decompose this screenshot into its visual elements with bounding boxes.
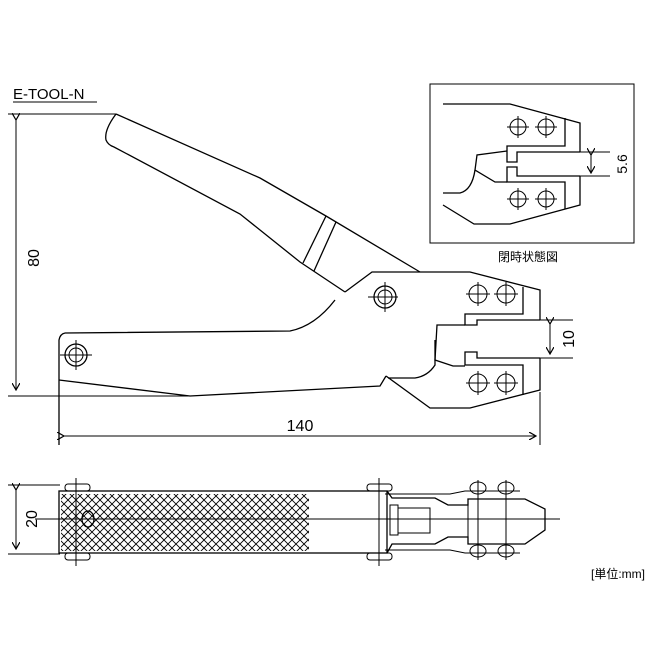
- upper-handle: [105, 113, 421, 293]
- open-gap-dimension: 10: [540, 320, 578, 359]
- unit-note: [単位:mm]: [591, 566, 645, 581]
- length-value: 140: [287, 418, 314, 435]
- length-dimension: 140: [64, 392, 541, 445]
- width-value: 20: [24, 510, 41, 528]
- lower-handle: [58, 299, 387, 445]
- knurled-grip: [61, 494, 309, 551]
- inset-caption: 閉時状態図: [498, 249, 558, 264]
- tool-head: [344, 271, 541, 409]
- height-dimension: 80: [8, 114, 190, 397]
- closed-gap-value: 5.6: [614, 154, 630, 174]
- height-value: 80: [26, 249, 43, 267]
- open-gap-value: 10: [561, 330, 578, 348]
- drawing-title: E-TOOL-N: [13, 86, 84, 103]
- closed-state-inset: 5.6: [429, 83, 635, 244]
- bottom-view: 20: [8, 478, 560, 566]
